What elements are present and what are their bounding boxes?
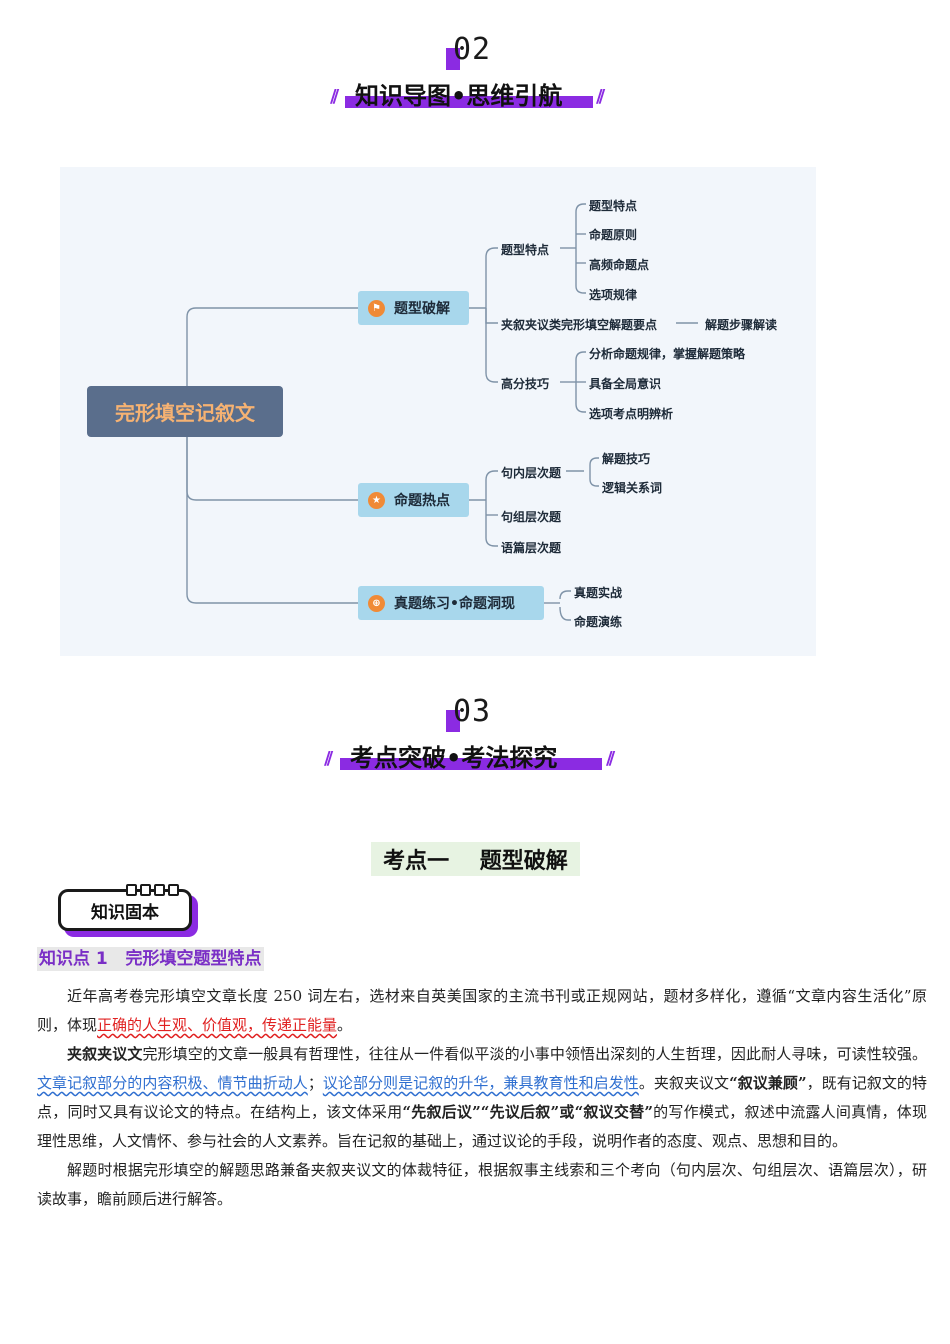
text-run: 近年高考卷完形填空文章长度 250 词左右，选材来自英美国家的主流书刊或正规网站… [37, 987, 927, 1034]
paragraph-3: 解题时根据完形填空的解题思路兼备夹叙夹议文的体裁特征，根据叙事主线索和三个考向（… [37, 1161, 927, 1208]
section-number: 03 [453, 694, 492, 729]
section-title-accent [345, 96, 593, 108]
section-title: 知识导图•思维引航 [355, 82, 563, 110]
branch-label: 真题练习•命题洞现 [394, 596, 515, 612]
mind-map: 完形填空记叙文 ⚑ 题型破解 题型特点 题型特点 命题原则 高频命题点 选项规律… [60, 167, 816, 656]
mind-map-leaf: 真题实战 [574, 586, 623, 600]
section-title-accent [340, 758, 602, 770]
section-title: 考点突破•考法探究 [350, 744, 558, 772]
mind-map-leaf: 解题步骤解读 [705, 318, 778, 332]
slash-decoration-right: // [596, 86, 605, 107]
body-text: 近年高考卷完形填空文章长度 250 词左右，选材来自英美国家的主流书刊或正规网站… [37, 982, 927, 1214]
section-number-accent [446, 710, 460, 732]
mind-map-leaf: 题型特点 [589, 199, 638, 213]
mind-map-connectors [186, 203, 698, 621]
mind-map-branch-redian: ★ 命题热点 [358, 483, 469, 517]
star-icon: ★ [368, 491, 385, 509]
text-run: 。 [337, 1016, 353, 1034]
mind-map-leaf: 命题演练 [574, 615, 623, 629]
bold-term: “先叙后议”“先议后叙”或“叙议交替” [402, 1103, 653, 1121]
slash-decoration-left: // [330, 86, 339, 107]
badge-label: 知识固本 [91, 902, 159, 923]
mind-map-leaf: 具备全局意识 [589, 377, 662, 391]
mind-map-leaf: 选项考点明辨析 [589, 407, 674, 421]
mind-map-leaf: 解题技巧 [602, 452, 651, 466]
bold-term: 夹叙夹议文 [67, 1045, 143, 1063]
section-number: 02 [453, 32, 492, 67]
text-run: ，既有记叙文的特点，同时又具有议论文的特点。在结构上，该文体采用 [37, 1074, 927, 1121]
branch-label: 命题热点 [394, 493, 450, 509]
mind-map-branch-tixing: ⚑ 题型破解 [358, 291, 469, 325]
paragraph-2: 夹叙夹议文完形填空的文章一般具有哲理性，往往从一件看似平淡的小事中领悟出深刻的人… [37, 1040, 927, 1156]
mind-map-sub: 夹叙夹议类完形填空解题要点 [501, 318, 658, 332]
slash-decoration-right: // [606, 748, 615, 769]
text-run: 完形填空的文章一般具有哲理性，往往从一件看似平淡的小事中领悟出深刻的人生哲理，因… [142, 1045, 927, 1063]
paragraph-1: 近年高考卷完形填空文章长度 250 词左右，选材来自英美国家的主流书刊或正规网站… [37, 982, 927, 1040]
highlight-blue: 议论部分则是记叙的升华，兼具教育性和启发性 [322, 1074, 639, 1092]
text-run: ； [307, 1074, 323, 1092]
section-03-header: 03 // 考点突破•考法探究 // [0, 692, 950, 772]
mind-map-sub: 句内层次题 [501, 466, 562, 480]
mind-map-sub: 句组层次题 [501, 510, 562, 524]
badge-dots [126, 884, 179, 896]
knowledge-badge: 知识固本 [58, 884, 192, 931]
highlight-blue: 文章记叙部分的内容积极、情节曲折动人 [37, 1074, 308, 1092]
mind-map-leaf: 分析命题规律，掌握解题策略 [589, 347, 746, 361]
mind-map-sub: 语篇层次题 [501, 541, 562, 555]
highlight-red: 正确的人生观、价值观，传递正能量 [97, 1016, 338, 1034]
mind-map-leaf: 高频命题点 [589, 258, 650, 272]
kaodian-title: 考点一 题型破解 [371, 842, 580, 876]
mind-map-leaf: 选项规律 [589, 288, 638, 302]
mind-map-branch-zhenti: ⊕ 真题练习•命题洞现 [358, 586, 544, 620]
mind-map-sub: 高分技巧 [501, 377, 550, 391]
slash-decoration-left: // [324, 748, 333, 769]
text-run: 。夹叙夹议文 [638, 1074, 730, 1092]
section-number-accent [446, 48, 460, 70]
mind-map-leaf: 逻辑关系词 [602, 481, 663, 495]
mind-map-leaf: 命题原则 [589, 228, 638, 242]
section-02-header: 02 // 知识导图•思维引航 // [0, 30, 950, 110]
bold-term: “叙议兼顾” [729, 1074, 807, 1092]
mind-map-sub: 题型特点 [501, 243, 550, 257]
lock-icon: ⊕ [368, 594, 385, 612]
mind-map-root: 完形填空记叙文 [87, 386, 283, 437]
knowledge-point-heading: 知识点 1 完形填空题型特点 [37, 947, 264, 971]
flag-icon: ⚑ [368, 299, 385, 317]
branch-label: 题型破解 [394, 301, 450, 317]
text-run: 的写作模式，叙述中流露人间真情，体现理性思维，人文情怀、参与社会的人文素养。旨在… [37, 1103, 927, 1150]
